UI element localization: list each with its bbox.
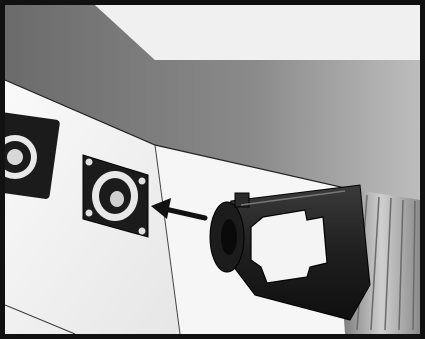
screw-icon (86, 210, 93, 217)
instruction-illustration (5, 5, 420, 334)
screw-icon (139, 178, 146, 185)
screw-icon (139, 228, 146, 235)
plug-tip-center (221, 219, 237, 255)
screw-icon (86, 159, 93, 166)
socket-pin (110, 191, 124, 207)
